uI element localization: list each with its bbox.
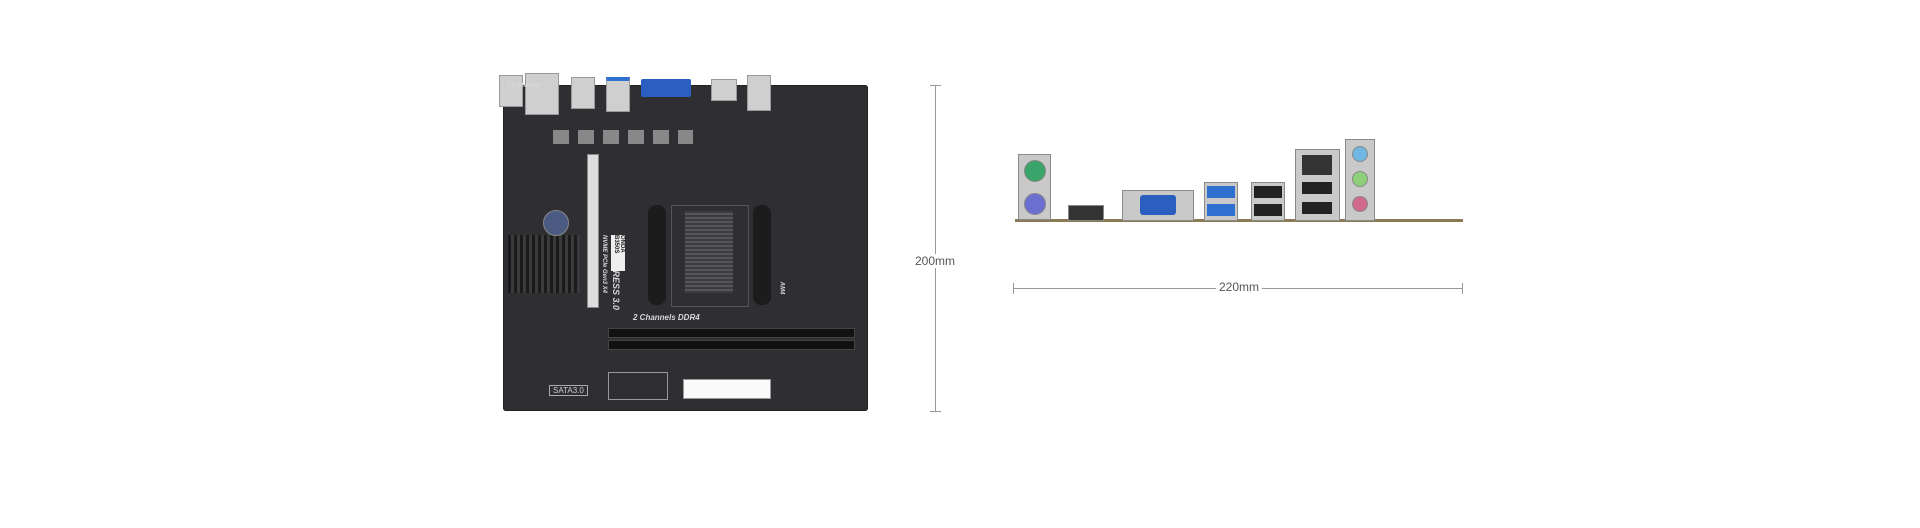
memory-label: 2 Channels DDR4 <box>633 313 700 322</box>
hdmi-port <box>1068 205 1104 221</box>
io-panel-edge <box>1015 219 1463 222</box>
cmos-battery <box>543 210 569 236</box>
audio-label: 5.1 Channel <box>507 83 541 89</box>
usb3-port <box>1207 186 1235 198</box>
nvme-label: NVME PCIe Gen3 X4 <box>601 235 607 294</box>
socket-label: AM4 <box>778 281 785 295</box>
model-text: B350S <box>613 235 619 254</box>
ps2-ports <box>1018 154 1051 220</box>
audio-jacks <box>1345 139 1375 221</box>
dim-tick <box>1013 283 1014 294</box>
dim-tick <box>930 85 941 86</box>
motherboard-image: 5.1 Channel PCI EXPRESS 3.0 NVME PCIe Ge… <box>499 73 868 411</box>
hdmi-connector <box>711 79 737 101</box>
dim-tick <box>1462 283 1463 294</box>
brand-sticker: ONDA B350S <box>611 235 625 271</box>
vga-connector <box>641 79 691 97</box>
usb2-ports <box>1251 182 1285 221</box>
dimm-slot-1 <box>608 328 855 338</box>
usb3-port <box>1207 204 1235 216</box>
ps2-block <box>747 75 771 111</box>
height-label: 200mm <box>912 254 959 268</box>
atx-power-connector <box>683 379 771 399</box>
line-in-jack <box>1352 146 1368 162</box>
ps2-keyboard-port <box>1024 193 1046 215</box>
cpu-socket <box>685 211 733 293</box>
sata-ports <box>608 372 668 400</box>
brand-text: ONDA <box>619 235 625 253</box>
usb-block <box>571 77 595 109</box>
lan-port <box>1302 155 1332 175</box>
audio-port-block <box>499 75 523 107</box>
chipset-heatsink <box>508 235 580 293</box>
ps2-mouse-port <box>1024 160 1046 182</box>
socket-area <box>671 205 749 307</box>
cooler-bracket-right <box>753 205 771 305</box>
line-out-jack <box>1352 171 1368 187</box>
vga-port <box>1122 190 1194 221</box>
sata-label: SATA3.0 <box>549 385 588 396</box>
mic-jack <box>1352 196 1368 212</box>
usb3-block <box>606 77 630 112</box>
cooler-bracket-left <box>648 205 666 305</box>
usb2-port <box>1254 186 1282 198</box>
vrm-chokes <box>553 130 693 144</box>
height-dimension-line <box>935 85 936 412</box>
lan-usb-ports <box>1295 149 1340 221</box>
usb2-port <box>1302 182 1332 194</box>
usb2-port <box>1254 204 1282 216</box>
usb2-port <box>1302 202 1332 214</box>
vga-connector-body <box>1140 195 1176 215</box>
width-label: 220mm <box>1216 280 1263 294</box>
usb3-ports <box>1204 182 1238 221</box>
dim-tick <box>930 411 941 412</box>
pcie-slot <box>587 154 599 308</box>
lan-usb-block <box>525 73 559 115</box>
dimm-slot-2 <box>608 340 855 350</box>
